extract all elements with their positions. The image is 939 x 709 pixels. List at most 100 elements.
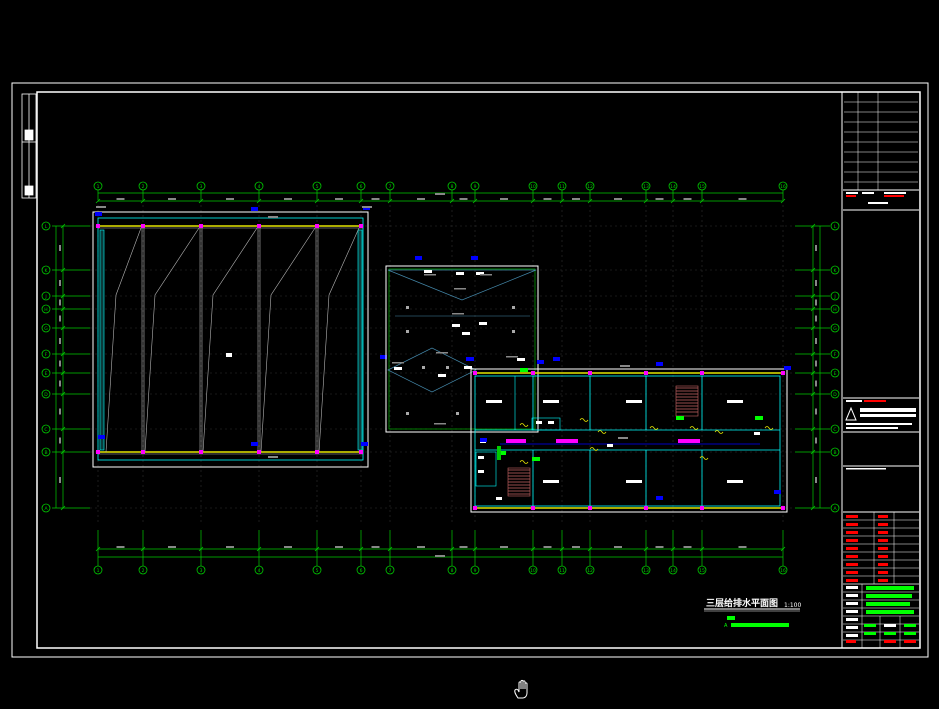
- grid-col-label: 8: [451, 568, 454, 574]
- grid-row-label: F: [45, 352, 48, 358]
- middle-column-dot: [456, 412, 459, 415]
- pipe-marker: [251, 207, 258, 211]
- dimension-tick: [60, 223, 66, 229]
- grid-col-label: 7: [389, 568, 392, 574]
- dimension-text-mark: [815, 437, 817, 444]
- pipe-marker: [656, 496, 663, 500]
- grid-col-bubble: [254, 181, 264, 191]
- pipe-symbol: [519, 423, 529, 427]
- grid-row-label: E: [834, 371, 837, 377]
- dimension-tick: [699, 198, 705, 204]
- grid-row-label: J: [833, 294, 835, 300]
- fixture-label: [607, 444, 613, 447]
- middle-column-dot: [406, 330, 409, 333]
- middle-outer-wall: [385, 265, 539, 433]
- grid-col-bubble: [254, 565, 264, 575]
- dimension-text-mark: [371, 198, 380, 200]
- valve-marker: [755, 416, 763, 420]
- title-block: [841, 91, 919, 649]
- dimension-text-mark: [116, 198, 125, 200]
- dimension-text-mark: [335, 546, 343, 548]
- grid-row-bubble: [41, 291, 51, 301]
- dimension-text-mark: [815, 477, 817, 483]
- middle-column-dot: [422, 366, 425, 369]
- grid-row-label: C: [44, 427, 47, 433]
- dimension-text-mark: [683, 198, 692, 200]
- dimension-tick: [472, 546, 478, 552]
- pipe-symbol: [589, 447, 599, 451]
- middle-label-mark: [456, 272, 464, 275]
- grid-col-bubble: [356, 565, 366, 575]
- title-block-red-entry: [878, 515, 888, 518]
- grid-row-bubble: [830, 447, 840, 457]
- valve-marker: [520, 368, 528, 372]
- room-label: [727, 400, 743, 403]
- grid-col-label: 3: [200, 568, 203, 574]
- grid-col-bubble: [641, 181, 651, 191]
- title-block-red-entry: [878, 547, 888, 550]
- grid-col-label: 11: [559, 568, 565, 574]
- grid-row-label: G: [833, 326, 837, 332]
- dimension-text-mark: [614, 546, 622, 548]
- title-block-label: [846, 610, 858, 613]
- dimension-tick: [198, 546, 204, 552]
- right-column-node: [473, 506, 477, 510]
- middle-label-mark: [394, 367, 402, 370]
- drawing-scale: 1:100: [784, 602, 801, 609]
- middle-label-mark: [479, 322, 487, 325]
- grid-col-bubble: [356, 181, 366, 191]
- title-block-mark-red: [846, 195, 856, 197]
- room-label: [626, 480, 642, 483]
- grid-col-label: 13: [643, 568, 649, 574]
- dimension-text-mark: [815, 408, 817, 415]
- dimension-tick: [256, 546, 262, 552]
- title-block-green-field: [884, 632, 896, 635]
- grid-col-label: 1: [97, 568, 100, 574]
- dimension-tick: [387, 198, 393, 204]
- hall-truss-diagonal: [260, 227, 316, 453]
- middle-annotation: [480, 274, 492, 276]
- dimension-text-mark: [417, 198, 425, 200]
- plumbing-fixture: [678, 439, 700, 443]
- hall-column-node: [199, 450, 203, 454]
- grid-col-label: 6: [360, 568, 363, 574]
- fixture-label: [478, 456, 484, 459]
- hall-truss-diagonal: [202, 227, 258, 453]
- grid-col-bubble: [385, 181, 395, 191]
- title-block-red-entry: [846, 571, 858, 574]
- dimension-tick: [95, 198, 101, 204]
- hall-column-node: [257, 450, 261, 454]
- dimension-tick: [810, 306, 816, 312]
- grid-col-bubble: [528, 565, 538, 575]
- grid-row-label: B: [44, 450, 47, 456]
- dimension-text-mark: [815, 299, 817, 306]
- title-block-green-field: [864, 632, 876, 635]
- right-column-node: [588, 506, 592, 510]
- dimension-tick: [256, 198, 262, 204]
- pipe-marker: [361, 442, 368, 446]
- grid-row-bubble: [41, 349, 51, 359]
- right-building-floor-plan: [466, 357, 791, 513]
- dimension-tick: [810, 391, 816, 397]
- hall-label-mark: [268, 456, 278, 458]
- dimension-tick: [314, 198, 320, 204]
- grid-row-label: E: [45, 371, 48, 377]
- grid-col-label: 5: [316, 568, 319, 574]
- pipe-marker: [553, 357, 560, 361]
- dimension-tick: [449, 546, 455, 552]
- grid-row-label: D: [833, 392, 837, 398]
- dimension-text-mark: [417, 546, 425, 548]
- grid-row-label: K: [834, 268, 838, 274]
- dimension-text-mark: [614, 198, 622, 200]
- grid-col-label: 15: [699, 568, 705, 574]
- grid-col-label: 4: [258, 568, 261, 574]
- dimension-tick: [810, 325, 816, 331]
- hall-column-node: [359, 224, 363, 228]
- dimension-text-mark: [815, 338, 817, 344]
- grid-row-bubble: [830, 221, 840, 231]
- room-label: [626, 400, 642, 403]
- hall-column-node: [315, 450, 319, 454]
- grid-row-label: B: [833, 450, 836, 456]
- outer-frame: [11, 82, 929, 658]
